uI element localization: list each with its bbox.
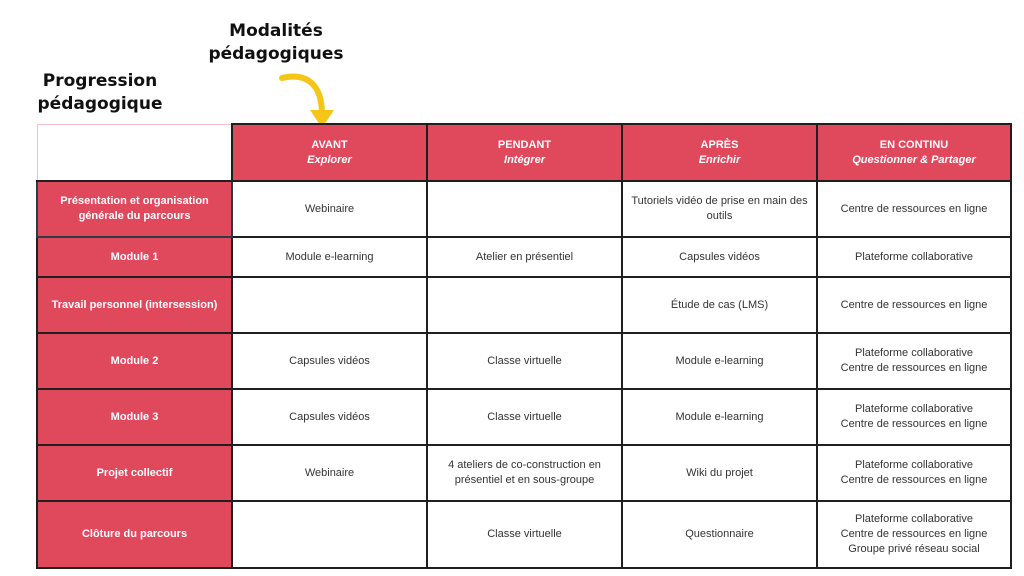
corner-cell	[36, 123, 233, 182]
column-title: PENDANT	[497, 138, 552, 151]
table-cell: Webinaire	[231, 444, 428, 502]
table-cell: Classe virtuelle	[426, 332, 623, 390]
pedagogy-table: AVANT Explorer PENDANT Intégrer APRÈS En…	[36, 123, 1012, 569]
table-cell: 4 ateliers de co-construction en présent…	[426, 444, 623, 502]
column-header: PENDANT Intégrer	[426, 123, 623, 182]
cell-text: Atelier en présentiel	[475, 250, 574, 263]
cell-text: Tutoriels vidéo de prise en main des out…	[631, 195, 808, 222]
row-header: Travail personnel (intersession)	[36, 276, 233, 334]
table-cell: Centre de ressources en ligne	[816, 180, 1012, 238]
row-header: Clôture du parcours	[36, 500, 233, 569]
row-header: Présentation et organisation générale du…	[36, 180, 233, 238]
table-cell: Atelier en présentiel	[426, 236, 623, 278]
table-cell: Questionnaire	[621, 500, 818, 569]
cell-text: Capsules vidéos	[289, 410, 370, 423]
table-cell: Tutoriels vidéo de prise en main des out…	[621, 180, 818, 238]
column-subtitle: Enrichir	[698, 153, 741, 166]
cell-text: Plateforme collaborative	[854, 459, 973, 471]
table-row: Projet collectif Webinaire 4 ateliers de c…	[36, 444, 1012, 502]
column-header: EN CONTINU Questionner & Partager	[816, 123, 1012, 182]
cell-text: Plateforme collaborative	[854, 513, 973, 525]
column-title: EN CONTINU	[879, 138, 949, 151]
table-cell: Classe virtuelle	[426, 500, 623, 569]
cell-text: Centre de ressources en ligne	[840, 418, 988, 430]
table-cell: Étude de cas (LMS)	[621, 276, 818, 334]
table-cell: Capsules vidéos	[231, 332, 428, 390]
table-cell: Capsules vidéos	[231, 388, 428, 446]
cell-text: Plateforme collaborative	[854, 250, 973, 263]
cell-text: Questionnaire	[685, 528, 754, 540]
cell-text: Capsules vidéos	[289, 354, 370, 367]
cell-text: 4 ateliers de co-construction en présent…	[448, 459, 601, 486]
progression-label: Progression pédagogique	[37, 71, 163, 114]
table-cell	[231, 500, 428, 569]
cell-text: Centre de ressources en ligne	[840, 474, 988, 486]
cell-text: Module e-learning	[285, 250, 374, 263]
table-row: Module 2 Capsules vidéos Classe virtuelle M…	[36, 332, 1012, 390]
cell-text: Classe virtuelle	[487, 354, 562, 367]
table-cell: Module e-learning	[231, 236, 428, 278]
table-cell: Module e-learning	[621, 332, 818, 390]
cell-text: Webinaire	[304, 466, 355, 479]
cell-text: Groupe privé réseau social	[848, 543, 980, 555]
cell-text: Classe virtuelle	[487, 528, 562, 540]
table-row: Travail personnel (intersession) Étude de…	[36, 276, 1012, 334]
cell-text: Classe virtuelle	[487, 410, 562, 423]
cell-text: Webinaire	[304, 202, 355, 215]
table-cell	[231, 276, 428, 334]
row-header: Module 2	[36, 332, 233, 390]
table-cell: Plateforme collaborative	[816, 236, 1012, 278]
row-header: Module 3	[36, 388, 233, 446]
column-header: APRÈS Enrichir	[621, 123, 818, 182]
column-title: APRÈS	[700, 138, 739, 151]
cell-text: Plateforme collaborative	[854, 347, 973, 359]
cell-text: Centre de ressources en ligne	[840, 362, 988, 374]
curved-arrow-icon	[279, 73, 334, 128]
table-cell: Centre de ressources en ligne	[816, 276, 1012, 334]
cell-text: Centre de ressources en ligne	[840, 528, 988, 540]
table-cell: Wiki du projet	[621, 444, 818, 502]
cell-text: Centre de ressources en ligne	[840, 298, 988, 311]
table-row: Présentation et organisation générale du…	[36, 180, 1012, 238]
cell-text: Plateforme collaborative	[854, 403, 973, 415]
column-subtitle: Intégrer	[504, 153, 545, 166]
modalites-label: Modalités pédagogiques	[208, 21, 344, 64]
table-row: Module 3 Capsules vidéos Classe virtuelle M…	[36, 388, 1012, 446]
cell-text: Étude de cas (LMS)	[670, 298, 769, 311]
cell-text: Wiki du projet	[686, 466, 753, 479]
table-cell: Module e-learning	[621, 388, 818, 446]
column-subtitle: Questionner & Partager	[852, 153, 976, 166]
cell-text: Capsules vidéos	[679, 250, 760, 263]
cell-text: Module e-learning	[675, 410, 764, 423]
column-title: AVANT	[311, 138, 348, 151]
row-header: Projet collectif	[36, 444, 233, 502]
table-cell: Webinaire	[231, 180, 428, 238]
column-header: AVANT Explorer	[231, 123, 428, 182]
row-header: Module 1	[36, 236, 233, 278]
table-cell: Classe virtuelle	[426, 388, 623, 446]
table-row: Module 1 Module e-learning Atelier en prés…	[36, 236, 1012, 278]
cell-text: Module e-learning	[675, 354, 764, 367]
table-cell: Capsules vidéos	[621, 236, 818, 278]
table-cell	[426, 276, 623, 334]
column-subtitle: Explorer	[307, 153, 352, 166]
table-row: Clôture du parcours Classe virtuelle Quest…	[36, 500, 1012, 569]
table-cell	[426, 180, 623, 238]
cell-text: Centre de ressources en ligne	[840, 202, 988, 215]
header-row: AVANT Explorer PENDANT Intégrer APRÈS En…	[36, 123, 1012, 182]
